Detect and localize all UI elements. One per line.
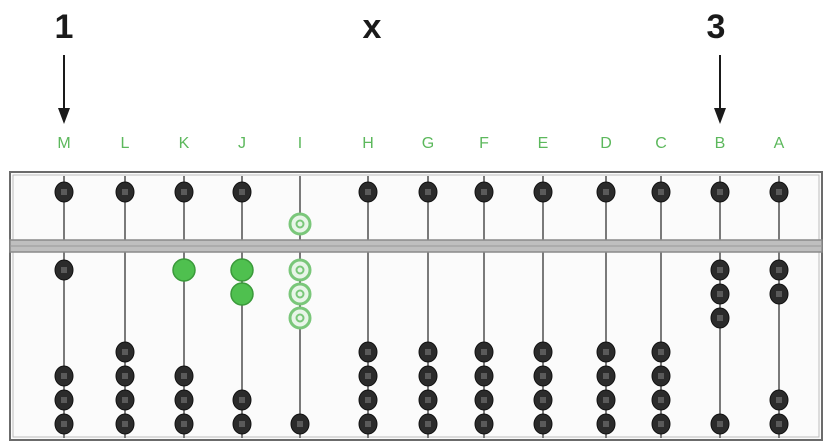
lower-bead-e-rest-4-hole	[540, 349, 546, 355]
rod-letter-e: E	[537, 135, 549, 152]
lower-bead-k-rest-2-hole	[181, 397, 187, 403]
lower-bead-k-rest-1-hole	[181, 421, 187, 427]
abacus-frame	[9, 171, 823, 441]
rod-letter-k: K	[178, 135, 190, 152]
upper-bead-f-hole	[481, 189, 487, 195]
lower-bead-f-rest-3-hole	[481, 373, 487, 379]
lower-bead-i-active-3-center	[295, 313, 305, 323]
lower-bead-f-rest-4-hole	[481, 349, 487, 355]
upper-bead-d-hole	[603, 189, 609, 195]
lower-bead-m-active-1-hole	[61, 267, 67, 273]
lower-bead-b-rest-1-hole	[717, 421, 723, 427]
rod-letter-c: C	[655, 135, 667, 152]
lower-bead-h-rest-1-hole	[365, 421, 371, 427]
lower-bead-e-rest-3-hole	[540, 373, 546, 379]
lower-bead-j-active-1	[230, 258, 254, 282]
upper-bead-h-hole	[365, 189, 371, 195]
rod-letter-a: A	[773, 135, 785, 152]
rod-letter-d: D	[600, 135, 612, 152]
lower-bead-h-rest-4-hole	[365, 349, 371, 355]
lower-bead-i-active-3	[288, 306, 312, 330]
lower-bead-c-rest-4-hole	[658, 349, 664, 355]
lower-bead-c-rest-3-hole	[658, 373, 664, 379]
lower-bead-l-rest-2-hole	[122, 397, 128, 403]
lower-bead-g-rest-2-hole	[425, 397, 431, 403]
lower-bead-a-rest-1-hole	[776, 421, 782, 427]
lower-bead-d-rest-4-hole	[603, 349, 609, 355]
upper-bead-i	[288, 212, 312, 236]
rod-letter-f: F	[479, 135, 489, 152]
lower-bead-i-active-1	[288, 258, 312, 282]
upper-bead-g-hole	[425, 189, 431, 195]
upper-bead-i-center	[295, 219, 305, 229]
lower-bead-k-active-1	[172, 258, 196, 282]
lower-bead-i-active-1-center	[295, 265, 305, 275]
lower-bead-m-rest-3-hole	[61, 373, 67, 379]
lower-bead-m-rest-1-hole	[61, 421, 67, 427]
lower-bead-c-rest-1-hole	[658, 421, 664, 427]
upper-bead-m-hole	[61, 189, 67, 195]
rod-letter-g: G	[421, 135, 435, 152]
lower-bead-a-rest-2-hole	[776, 397, 782, 403]
arrow-right-head	[714, 108, 726, 124]
rod-letter-l: L	[120, 135, 130, 152]
rod-letter-b: B	[714, 135, 726, 152]
right-number: 3	[706, 8, 726, 46]
lower-bead-j-rest-2-hole	[239, 397, 245, 403]
lower-bead-f-rest-1-hole	[481, 421, 487, 427]
lower-bead-m-rest-2-hole	[61, 397, 67, 403]
lower-bead-a-active-2-hole	[776, 291, 782, 297]
lower-bead-e-rest-1-hole	[540, 421, 546, 427]
lower-bead-g-rest-3-hole	[425, 373, 431, 379]
rod-letter-j: J	[238, 135, 246, 152]
rod-letter-m: M	[57, 135, 71, 152]
lower-bead-j-active-2	[230, 282, 254, 306]
rod-letter-i: I	[297, 135, 303, 152]
lower-bead-b-active-1-hole	[717, 267, 723, 273]
lower-bead-h-rest-3-hole	[365, 373, 371, 379]
upper-bead-l-hole	[122, 189, 128, 195]
lower-bead-k-rest-3-hole	[181, 373, 187, 379]
upper-bead-a-hole	[776, 189, 782, 195]
upper-bead-e-hole	[540, 189, 546, 195]
lower-bead-a-active-1-hole	[776, 267, 782, 273]
upper-bead-c-hole	[658, 189, 664, 195]
lower-bead-l-rest-4-hole	[122, 349, 128, 355]
lower-bead-j-rest-1-hole	[239, 421, 245, 427]
lower-bead-d-rest-3-hole	[603, 373, 609, 379]
lower-bead-b-active-2-hole	[717, 291, 723, 297]
upper-bead-b-hole	[717, 189, 723, 195]
lower-bead-d-rest-1-hole	[603, 421, 609, 427]
abacus-inner-frame	[12, 174, 820, 438]
lower-bead-c-rest-2-hole	[658, 397, 664, 403]
lower-bead-g-rest-1-hole	[425, 421, 431, 427]
rod-letter-h: H	[362, 135, 374, 152]
lower-bead-i-active-2	[288, 282, 312, 306]
upper-bead-j-hole	[239, 189, 245, 195]
left-number: 1	[54, 8, 74, 46]
upper-bead-k-hole	[181, 189, 187, 195]
lower-bead-l-rest-3-hole	[122, 373, 128, 379]
lower-bead-l-rest-1-hole	[122, 421, 128, 427]
lower-bead-h-rest-2-hole	[365, 397, 371, 403]
lower-bead-b-active-3-hole	[717, 315, 723, 321]
arrow-left-head	[58, 108, 70, 124]
lower-bead-i-rest-1-hole	[297, 421, 303, 427]
lower-bead-f-rest-2-hole	[481, 397, 487, 403]
lower-bead-g-rest-4-hole	[425, 349, 431, 355]
lower-bead-e-rest-2-hole	[540, 397, 546, 403]
lower-bead-d-rest-2-hole	[603, 397, 609, 403]
lower-bead-i-active-2-center	[295, 289, 305, 299]
operator-symbol: x	[362, 8, 382, 46]
